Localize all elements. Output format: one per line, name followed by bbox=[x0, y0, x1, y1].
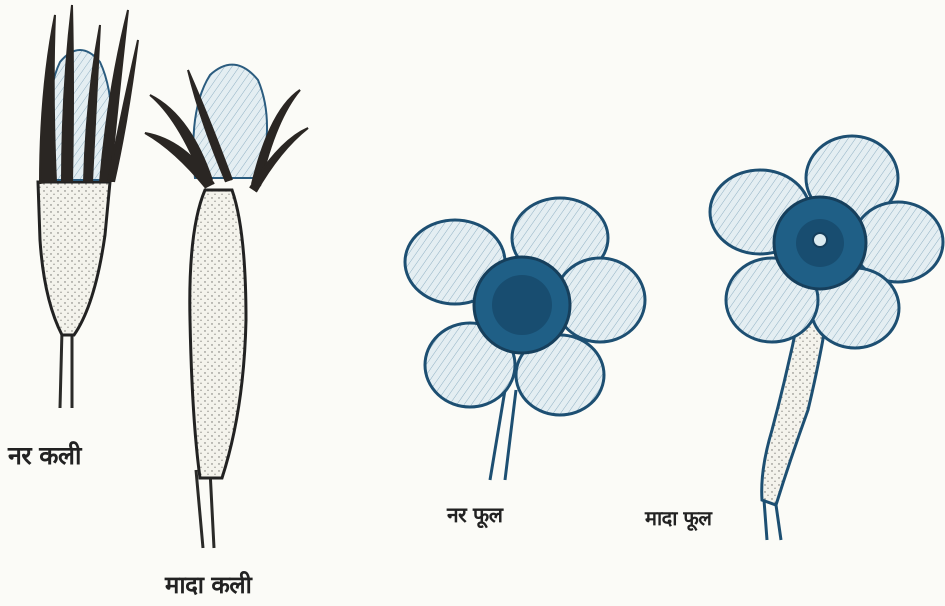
male-bud-sepal-1 bbox=[40, 15, 56, 184]
female-flower-stalk bbox=[764, 500, 781, 540]
male-bud-sepal-2 bbox=[62, 5, 73, 182]
female-bud-drawing bbox=[145, 65, 308, 548]
male-flower-label: नर फूल bbox=[447, 501, 502, 529]
female-flower-label: मादा फूल bbox=[645, 504, 711, 531]
male-flower-stalk bbox=[490, 390, 516, 480]
male-bud-calyx bbox=[38, 182, 110, 335]
male-bud-label: नर कली bbox=[8, 438, 81, 472]
female-bud-ovary bbox=[190, 190, 246, 478]
female-bud-stalk bbox=[196, 470, 214, 548]
female-flower-drawing bbox=[710, 136, 943, 540]
female-bud-label: मादा कली bbox=[165, 568, 251, 601]
male-bud-stalk bbox=[60, 330, 72, 408]
male-flower-drawing bbox=[405, 198, 645, 480]
male-bud-drawing bbox=[38, 5, 138, 408]
female-flower-stigma bbox=[813, 233, 827, 247]
